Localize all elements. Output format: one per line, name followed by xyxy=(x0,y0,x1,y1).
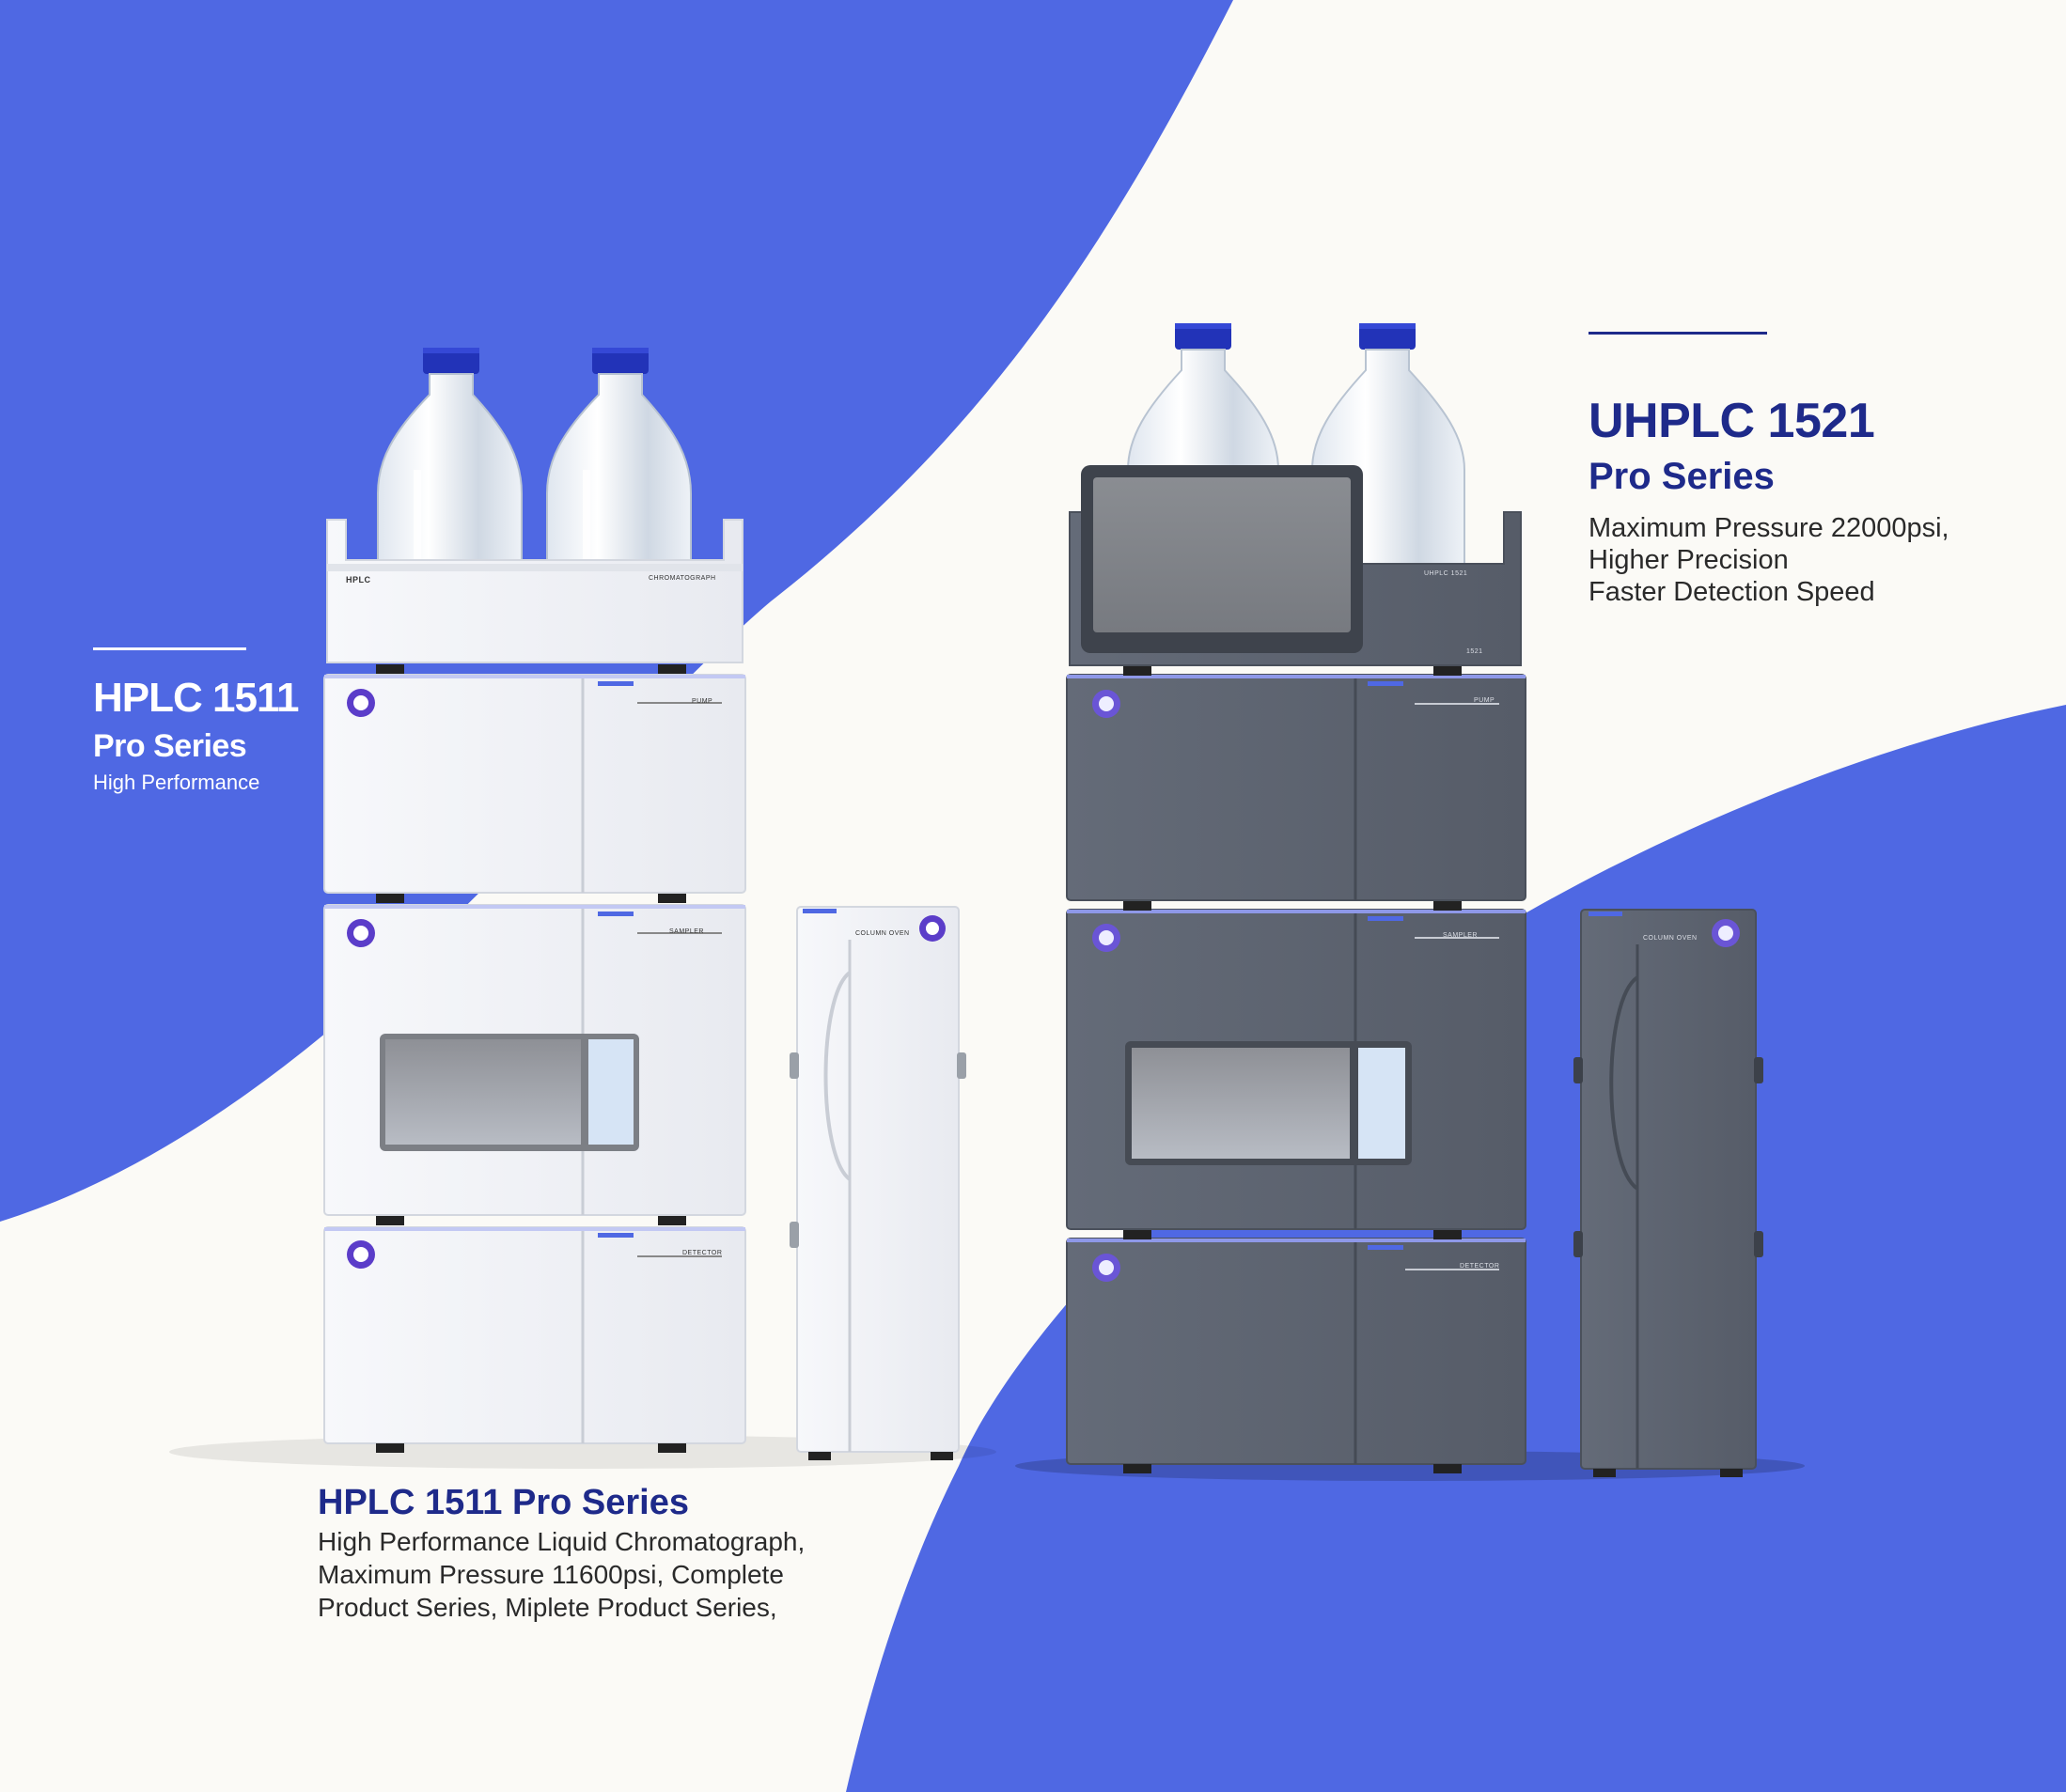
gray-top-small-label: 1521 xyxy=(1466,648,1483,655)
hplc-1511-instrument xyxy=(323,348,746,1453)
white-tray-left-label: HPLC xyxy=(346,575,371,584)
hplc-side-subtitle: Pro Series xyxy=(93,728,247,764)
solvent-bottle-right xyxy=(546,348,692,574)
caption-line-2: Maximum Pressure 11600psi, Complete xyxy=(318,1560,784,1589)
caption-line-3: Product Series, Miplete Product Series, xyxy=(318,1593,777,1622)
white-module1-label: PUMP xyxy=(692,698,713,705)
white-module2-label: SAMPLER xyxy=(669,928,704,935)
uhplc-1521-instrument xyxy=(1066,323,1526,1473)
hplc-side-tagline: High Performance xyxy=(93,771,260,794)
uhplc-line-2: Higher Precision xyxy=(1589,545,1789,575)
uhplc-rule xyxy=(1589,332,1767,335)
uhplc-line-1: Maximum Pressure 22000psi, xyxy=(1589,513,1949,543)
white-module3-label: DETECTOR xyxy=(682,1250,723,1256)
gray-module2-label: SAMPLER xyxy=(1443,932,1478,939)
gray-module1-label: PUMP xyxy=(1474,697,1495,704)
gray-tower-label: COLUMN OVEN xyxy=(1643,935,1698,942)
hplc-1511-column-oven xyxy=(790,906,966,1460)
gray-module3-label: DETECTOR xyxy=(1460,1263,1500,1270)
hplc-side-rule xyxy=(93,647,246,650)
uhplc-1521-column-oven xyxy=(1573,909,1763,1477)
uhplc-line-3: Faster Detection Speed xyxy=(1589,577,1875,607)
gray-top-label: UHPLC 1521 xyxy=(1424,570,1468,577)
hplc-side-title: HPLC 1511 xyxy=(93,675,299,721)
caption-title: HPLC 1511 Pro Series xyxy=(318,1483,689,1522)
caption-line-1: High Performance Liquid Chromatograph, xyxy=(318,1527,806,1556)
white-tower-label: COLUMN OVEN xyxy=(855,930,910,937)
uhplc-subtitle: Pro Series xyxy=(1589,456,1775,497)
white-tray-right-label: CHROMATOGRAPH xyxy=(649,575,716,582)
uhplc-title: UHPLC 1521 xyxy=(1589,394,1875,448)
